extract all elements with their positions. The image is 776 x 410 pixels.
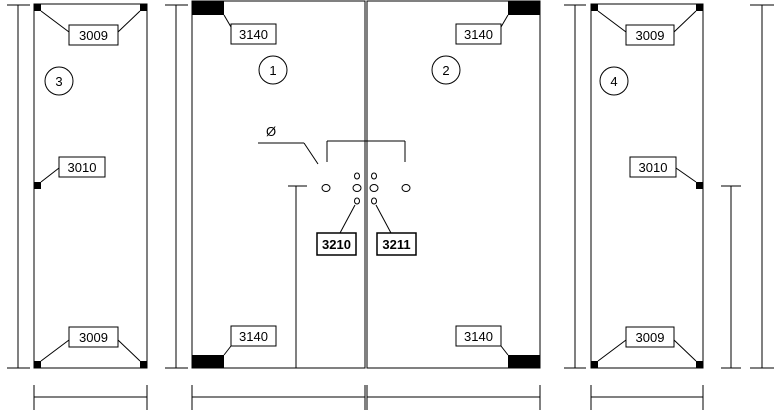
fitting-square xyxy=(34,4,41,11)
fitting-square xyxy=(591,4,598,11)
p1-bottom-label: 3140 xyxy=(239,329,268,344)
panel-3-number: 3 xyxy=(55,74,62,89)
p2-bottom-label: 3140 xyxy=(464,329,493,344)
fitting-square xyxy=(696,361,703,368)
p4-mid-label: 3010 xyxy=(639,160,668,175)
label-box xyxy=(316,232,357,256)
p4-top-label: 3009 xyxy=(636,28,665,43)
fitting-square xyxy=(591,361,598,368)
p3-bottom-label: 3009 xyxy=(79,330,108,345)
label-box xyxy=(68,326,119,348)
p1-top-label: 3140 xyxy=(239,27,268,42)
mid-left-dimension xyxy=(165,4,188,369)
patch-fitting xyxy=(508,355,540,368)
mid-right-dimension xyxy=(564,4,586,369)
p4-bottom-label: 3009 xyxy=(636,330,665,345)
patch-fitting xyxy=(192,355,224,368)
label-box xyxy=(625,326,675,348)
fitting-square xyxy=(696,4,703,11)
fitting-square xyxy=(696,182,703,189)
patch-fitting xyxy=(192,1,224,15)
bottom-dimensions xyxy=(33,385,704,410)
hole-left-label: 3210 xyxy=(322,237,351,252)
label-box xyxy=(455,23,502,45)
hole xyxy=(371,172,377,180)
right-dimension xyxy=(721,4,774,369)
left-dimension xyxy=(7,4,30,369)
panel-1: 1 3140 3140 xyxy=(191,0,366,369)
panel-4-number: 4 xyxy=(610,74,617,89)
label-box xyxy=(58,156,106,178)
label-box xyxy=(68,24,119,46)
p3-top-label: 3009 xyxy=(79,28,108,43)
panel-4: 4 3009 3010 3009 xyxy=(590,3,704,369)
panel-2-number-circle xyxy=(431,55,461,85)
fitting-square xyxy=(140,4,147,11)
label-box xyxy=(625,24,675,46)
label-box xyxy=(230,23,277,45)
fitting-square xyxy=(140,361,147,368)
panel-2: 2 3140 3140 xyxy=(366,0,541,369)
hole-right-label: 3211 xyxy=(382,237,410,252)
hole xyxy=(369,184,379,192)
p3-mid-label: 3010 xyxy=(68,160,97,175)
hole xyxy=(371,197,377,205)
fitting-square xyxy=(34,182,41,189)
label-box xyxy=(376,232,417,256)
hole-detail: Ø 3210 3211 xyxy=(258,124,417,256)
hole xyxy=(401,184,411,192)
diameter-symbol: Ø xyxy=(266,124,276,139)
label-box xyxy=(629,156,677,178)
p2-top-label: 3140 xyxy=(464,27,493,42)
hole xyxy=(352,184,362,192)
label-box xyxy=(455,325,502,347)
label-box xyxy=(230,325,277,347)
panel-3-number-circle xyxy=(44,66,74,96)
panel-1-number-circle xyxy=(258,55,288,85)
panel-4-number-circle xyxy=(599,66,629,96)
hole xyxy=(354,197,360,205)
fitting-square xyxy=(34,361,41,368)
patch-fitting xyxy=(508,1,540,15)
hole xyxy=(354,172,360,180)
panel-2-number: 2 xyxy=(442,63,449,78)
hole xyxy=(321,184,331,192)
panel-1-number: 1 xyxy=(269,63,276,78)
panel-3: 3 3009 3010 3009 xyxy=(33,3,148,369)
